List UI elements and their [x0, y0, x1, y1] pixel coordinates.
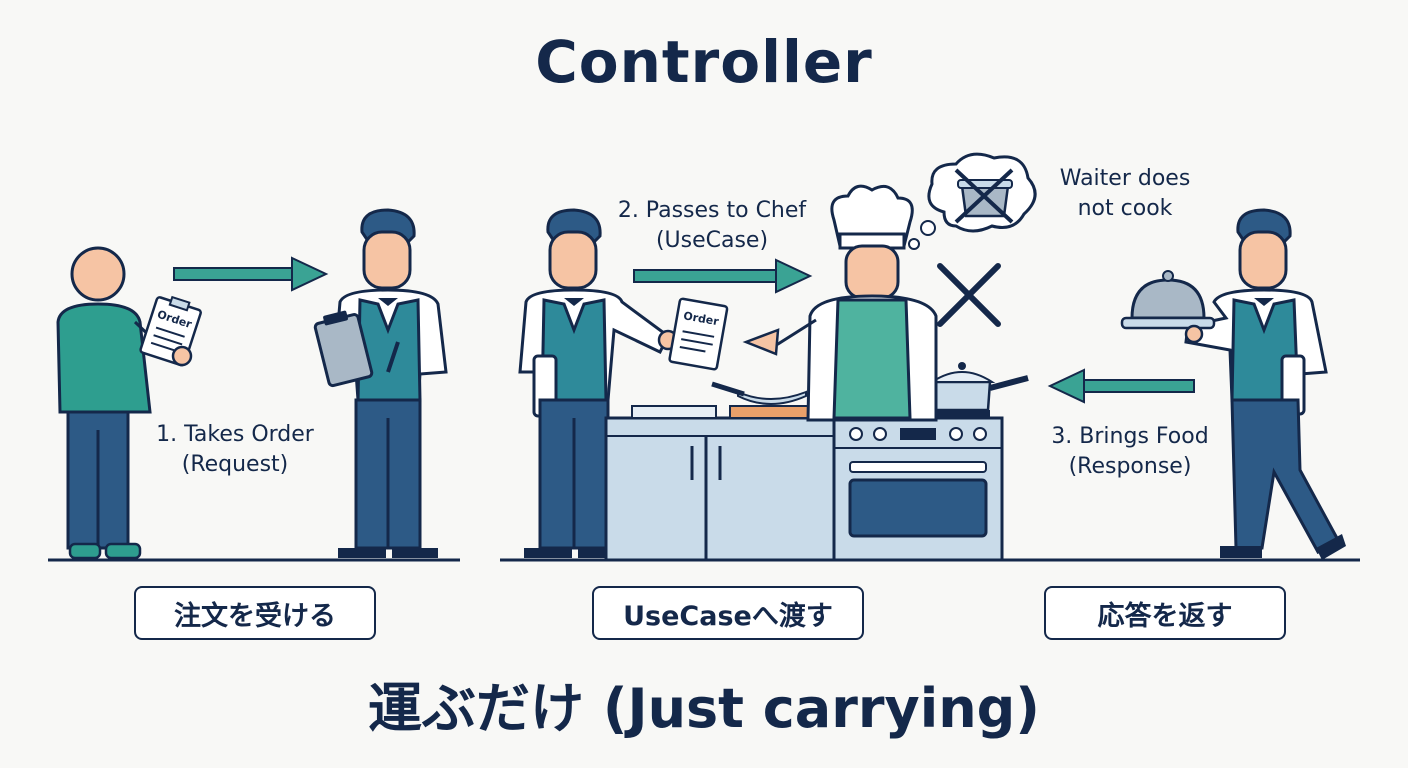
order-note-1: Order — [139, 295, 202, 367]
step-3-line1: 3. Brings Food — [1051, 424, 1209, 449]
stage-box-return-response: 応答を返す — [1044, 586, 1286, 640]
step-1-line2: (Request) — [181, 452, 289, 477]
step-3-line2: (Response) — [1068, 454, 1192, 479]
step-3-label: 3. Brings Food (Response) — [1020, 422, 1240, 482]
stage-box-pass-usecase: UseCaseへ渡す — [592, 586, 864, 640]
waiter-passing-order — [518, 208, 679, 558]
order-note-2-label: Order — [682, 309, 720, 328]
step-1-line1: 1. Takes Order — [156, 422, 314, 447]
arrow-request — [173, 256, 329, 292]
step-2-label: 2. Passes to Chef (UseCase) — [596, 196, 828, 256]
clipboard — [313, 310, 374, 388]
bottom-caption: 運ぶだけ (Just carrying) — [368, 677, 1040, 740]
diagram-title: Controller — [535, 28, 873, 96]
chef-figure — [742, 184, 938, 422]
step-2-line2: (UseCase) — [655, 228, 769, 253]
step-1-label: 1. Takes Order (Request) — [120, 420, 350, 480]
arrow-response — [1047, 368, 1195, 404]
waiter-note: Waiter does not cook — [1040, 164, 1210, 224]
step-2-line1: 2. Passes to Chef — [617, 198, 807, 223]
waiter-taking-order — [332, 208, 448, 558]
cross-mark — [937, 263, 1001, 327]
customer-figure — [56, 246, 184, 560]
waiter-note-line2: not cook — [1077, 196, 1173, 221]
order-note-2: Order — [668, 297, 729, 371]
stage-box-take-order: 注文を受ける — [134, 586, 376, 640]
waiter-bringing-food — [1184, 208, 1346, 560]
arrow-usecase — [633, 258, 813, 294]
cloche-tray — [1120, 270, 1216, 344]
stove — [832, 362, 1029, 562]
thought-bubble — [908, 152, 1037, 250]
kitchen-counter — [604, 381, 836, 562]
waiter-note-line1: Waiter does — [1059, 166, 1191, 191]
